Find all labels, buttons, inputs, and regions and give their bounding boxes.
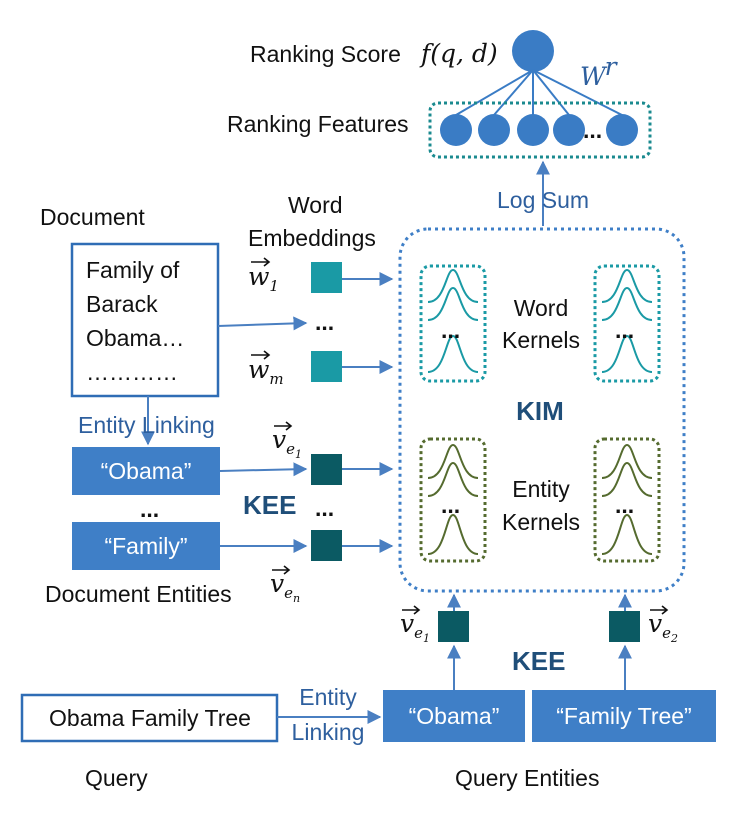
kim-box (398, 227, 686, 593)
document-title: Document (40, 204, 145, 230)
query-entity-family-tree-label: “Family Tree” (556, 703, 691, 729)
query-entity-embedding-e2 (609, 611, 640, 642)
w1-vector-arrow (251, 257, 271, 267)
ranking-features-label: Ranking Features (227, 111, 409, 137)
doc-ve1-vector-arrow (274, 421, 293, 431)
log-sum-label: Log Sum (497, 187, 589, 213)
doc-entity-embedding-e1 (311, 454, 342, 485)
ranking-features-box (428, 101, 652, 159)
weight-symbol: Wr (580, 52, 619, 91)
doc-entity-family (72, 522, 220, 570)
word-kernels-label: Word (514, 295, 569, 321)
ranking-score-node (512, 30, 554, 72)
ranking-feature-nodes (440, 114, 638, 146)
word-embeddings-title: Embeddings (248, 225, 376, 251)
query-entities-label: Query Entities (455, 765, 599, 791)
document-line: ………… (86, 359, 178, 385)
feature-node (517, 114, 549, 146)
entity-kernels-label: Kernels (502, 509, 580, 535)
score-feature-links (455, 69, 623, 116)
entity-kernel-box-left (419, 437, 487, 563)
ranking-score-label: Ranking Score (250, 41, 401, 67)
word-kernel-dots-right: ... (615, 317, 634, 343)
document-to-words-arrow (217, 316, 308, 331)
doc-entity-obama (72, 447, 220, 495)
word-kernel-box-right (593, 264, 661, 383)
document-line: Obama… (86, 325, 184, 351)
word-kernel-dots-left: ... (441, 317, 460, 343)
w1-symbol: w1 (248, 262, 279, 295)
doc-entity-obama-label: “Obama” (101, 458, 192, 484)
kim-label: KIM (516, 396, 564, 426)
query-entity-obama-label: “Obama” (409, 703, 500, 729)
query-ve1-vector-arrow (402, 605, 421, 615)
doc-entity-family-label: “Family” (104, 533, 187, 559)
query-ve1-symbol: ve1 (400, 609, 430, 645)
ranking-score-math: f(q, d) (419, 39, 498, 68)
entity-kernel-box-right (593, 437, 661, 563)
document-box (70, 242, 220, 398)
query-entity-obama (383, 690, 525, 742)
entity-kernel-curves (427, 443, 653, 555)
entity-kernels-label: Entity (512, 476, 570, 502)
feature-node (478, 114, 510, 146)
doc-ve1-symbol: ve1 (272, 425, 302, 461)
entity-embeddings-dots: ... (315, 495, 334, 521)
word-embeddings-title: Word (288, 192, 343, 218)
document-entities-label: Document Entities (45, 581, 232, 607)
doc-ven-vector-arrow (272, 565, 291, 575)
feature-node (553, 114, 585, 146)
doc-ven-symbol: ven (270, 569, 300, 605)
word-kernels-label: Kernels (502, 327, 580, 353)
word-embeddings-dots: ... (315, 309, 334, 335)
feature-node (440, 114, 472, 146)
query-label: Query (85, 765, 148, 791)
wm-symbol: wm (248, 355, 284, 388)
document-line: Barack (86, 291, 158, 317)
query-text: Obama Family Tree (49, 705, 251, 731)
query-entity-embedding-e1 (438, 611, 469, 642)
query-entity-linking-label: Linking (292, 719, 365, 745)
doc-entity-linking-label: Entity Linking (78, 412, 215, 438)
kee-left-label: KEE (243, 490, 296, 520)
query-box (20, 693, 279, 743)
wm-vector-arrow (251, 350, 271, 360)
doc-entities-dots: ... (140, 496, 159, 522)
feature-node (606, 114, 638, 146)
feature-ellipsis: ... (583, 117, 602, 143)
query-entity-family-tree (532, 690, 716, 742)
query-entity-linking-label: Entity (299, 684, 357, 710)
entity-to-embedding-arrow (219, 462, 308, 477)
entity-kernel-dots-right: ... (615, 492, 634, 518)
word-embedding-w1 (311, 262, 342, 293)
word-embedding-wm (311, 351, 342, 382)
document-line: Family of (86, 257, 180, 283)
word-kernel-curves (427, 268, 653, 373)
word-kernel-box-left (419, 264, 487, 383)
query-ve2-symbol: ve2 (648, 609, 678, 645)
doc-entity-embedding-en (311, 530, 342, 561)
entity-kernel-dots-left: ... (441, 492, 460, 518)
kee-right-label: KEE (512, 646, 565, 676)
query-ve2-vector-arrow (650, 605, 669, 615)
